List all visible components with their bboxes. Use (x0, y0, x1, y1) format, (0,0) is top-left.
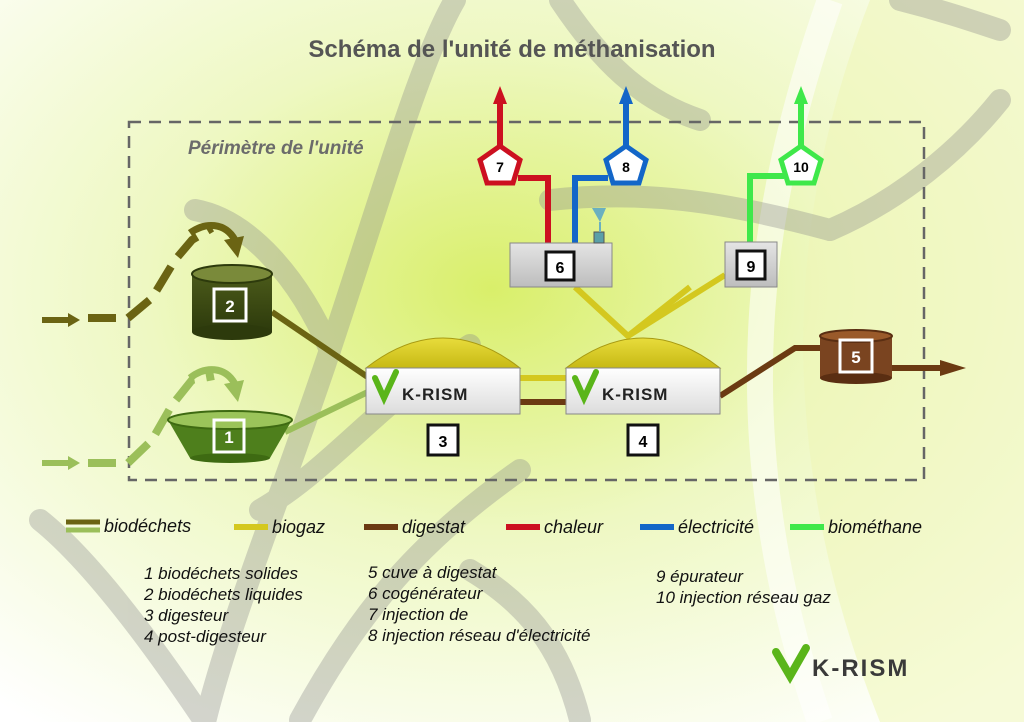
node-label-3: 3 (439, 434, 448, 451)
curved-arrowhead-liquid (224, 380, 244, 402)
post-digesteur-4: K-RISM (564, 337, 722, 415)
curved-arrow-liquid (187, 366, 239, 386)
line-biomethane (747, 173, 784, 242)
logo: K-RISM (772, 644, 909, 684)
description-column-3: 9 épurateur 10 injection réseau gaz (656, 566, 831, 608)
legend-label-chaleur: chaleur (544, 517, 604, 537)
description-item: 3 digesteur (144, 606, 229, 625)
legend-label-electricite: électricité (678, 517, 755, 537)
node-label-2: 2 (225, 297, 234, 316)
background-wave-highlight (746, 0, 843, 727)
tank-1-biodechets-solides: 1 (167, 410, 293, 463)
node-box-3 (426, 423, 460, 457)
pentagon-7 (477, 142, 523, 186)
node-box-4 (626, 423, 660, 457)
description-item: 8 injection réseau d'électricité (368, 626, 591, 645)
digestat-out-arrowhead (940, 360, 966, 376)
node-label-10: 10 (793, 159, 809, 175)
description-item: 5 cuve à digestat (368, 563, 497, 582)
logo-check-icon (772, 644, 810, 684)
brand-check-icon (572, 369, 599, 406)
tank-2-biodechets-liquides: 2 (191, 264, 273, 340)
perimeter-box (127, 120, 926, 482)
node-label-7: 7 (496, 159, 504, 175)
inflow-arrowhead-solid (68, 313, 80, 327)
biomethane-out-arrowhead (794, 86, 808, 104)
chaleur-out-arrowhead (493, 86, 507, 104)
curved-arrow-solid (187, 222, 239, 242)
cogenerateur-funnel (592, 208, 606, 222)
legend-label-biomethane: biométhane (828, 517, 923, 537)
line-biogaz-to-9 (626, 272, 727, 339)
curved-arrowhead-solid (224, 236, 244, 258)
perimeter-label: Périmètre de l'unité (188, 138, 364, 159)
pentagon-10 (778, 142, 824, 186)
epurateur-9: 9 (724, 241, 778, 288)
electricite-out-arrowhead (619, 86, 633, 104)
inflow-lines (88, 224, 215, 467)
description-item: 2 biodéchets liquides (144, 585, 303, 604)
legend-label-biodechets: biodéchets (104, 516, 192, 536)
logo-text: K-RISM (812, 655, 909, 682)
description-item: 10 injection réseau gaz (656, 588, 831, 607)
description-item: 4 post-digesteur (144, 627, 266, 646)
background-wave (803, 0, 1024, 722)
description-column-1: 1 biodéchets solides 2 biodéchets liquid… (144, 563, 303, 647)
line-electricite (572, 175, 608, 243)
line-biodechets-solid (270, 309, 374, 383)
node-label-4: 4 (639, 434, 648, 451)
legend-label-digestat: digestat (402, 517, 466, 537)
legend-swatches (66, 519, 824, 533)
node-label-9: 9 (747, 259, 756, 276)
legend-label-biogaz: biogaz (272, 517, 326, 537)
node-label-1: 1 (224, 428, 233, 447)
description-item: 6 cogénérateur (368, 584, 483, 603)
digesteur-3: K-RISM (364, 337, 522, 415)
inflow-arrowhead-liquid (68, 456, 80, 470)
brand-label-4: K-RISM (602, 385, 668, 404)
cogenerateur-6: 6 (509, 208, 613, 288)
brand-label-3: K-RISM (402, 385, 468, 404)
description-item: 9 épurateur (656, 567, 743, 586)
description-column-2: 5 cuve à digestat 6 cogénérateur 7 injec… (368, 562, 590, 646)
node-label-6: 6 (556, 260, 565, 277)
node-label-5: 5 (851, 348, 860, 367)
description-item: 1 biodéchets solides (144, 564, 299, 583)
brand-check-icon (372, 369, 399, 406)
page-title: Schéma de l'unité de méthanisation (308, 36, 716, 63)
node-label-8: 8 (622, 159, 630, 175)
line-digestat-to-5 (718, 345, 822, 399)
description-item: 7 injection de (368, 605, 469, 624)
line-chaleur (518, 175, 551, 243)
pentagon-8 (603, 142, 649, 186)
line-biodechets-liquid (283, 387, 374, 435)
tank-5-cuve-digestat: 5 (819, 329, 893, 384)
